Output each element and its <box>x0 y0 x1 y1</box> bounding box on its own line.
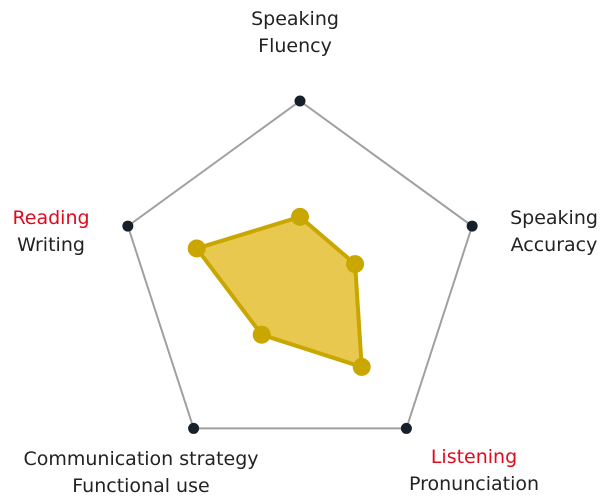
axis-label-1-line-1: Accuracy <box>511 234 598 256</box>
axis-label-0-line-0: Speaking <box>251 8 339 30</box>
radar-outer-frame <box>126 99 474 430</box>
axis-vertex-1 <box>466 220 478 232</box>
axis-label-0-line-1: Fluency <box>258 35 332 57</box>
axis-vertex-4 <box>122 220 134 232</box>
data-point-4 <box>187 239 206 258</box>
axis-label-2-line-1: Pronunciation <box>409 473 539 495</box>
data-area <box>194 214 364 369</box>
data-point-0 <box>291 207 309 226</box>
data-point-1 <box>346 255 365 274</box>
data-point-2 <box>352 357 371 376</box>
radar-frame <box>122 95 478 434</box>
axis-label-4-line-1: Writing <box>17 234 85 256</box>
radar-data-layer <box>187 207 371 376</box>
axis-vertex-0 <box>294 95 306 107</box>
axis-vertex-2 <box>400 422 412 434</box>
axis-vertex-3 <box>188 422 200 434</box>
axis-label-3-line-0: Communication strategy <box>23 448 258 470</box>
data-point-3 <box>252 325 271 344</box>
axis-label-3-line-1: Functional use <box>72 475 209 497</box>
axis-label-1-line-0: Speaking <box>510 207 598 229</box>
axis-label-2-line-0: Listening <box>431 446 517 468</box>
axis-label-4-line-0: Reading <box>12 207 89 229</box>
